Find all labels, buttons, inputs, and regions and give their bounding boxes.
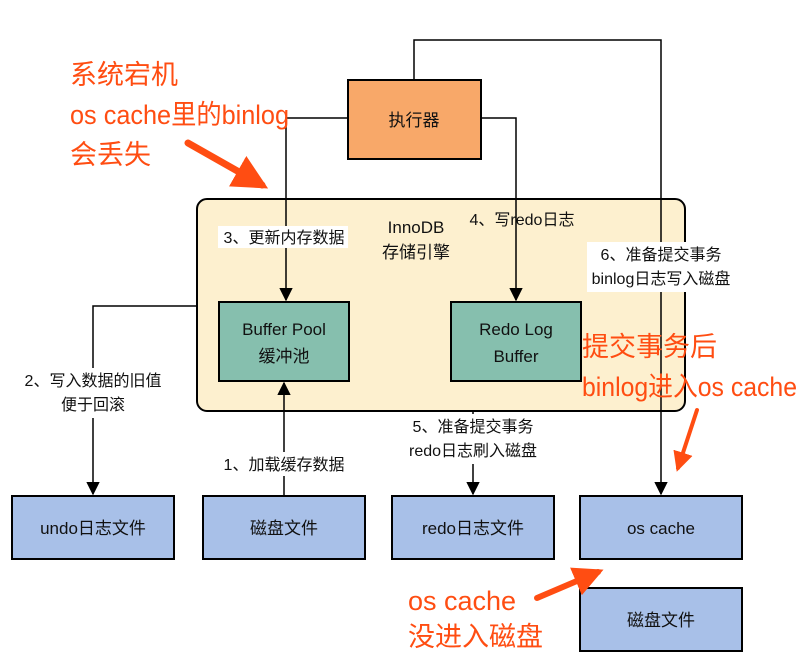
redo-buffer-label-line1: Redo Log [479, 320, 553, 339]
disk-file-2-label: 磁盘文件 [627, 611, 695, 630]
step4-label: 4、写redo日志 [470, 211, 575, 229]
undo-file-box [11, 495, 175, 560]
step5-label-bg [402, 414, 544, 464]
edge-engine-to-undo-file [86, 305, 197, 496]
step5-label-line2: redo日志刷入磁盘 [409, 441, 537, 460]
redo-file-box [391, 495, 555, 560]
step6-label-line2: binlog日志写入磁盘 [592, 269, 731, 288]
step1-label-bg [222, 452, 346, 476]
redo-buffer-label-line2: Buffer [493, 347, 538, 366]
buffer-pool-label-line2: 缓冲池 [259, 347, 310, 366]
executor-box [347, 79, 482, 160]
disk-note-line1: os cache [408, 586, 516, 616]
disk-note-line2: 没进入磁盘 [408, 622, 543, 652]
step2-label-line2: 便于回滚 [61, 396, 125, 414]
disk-file-2-box [579, 587, 743, 652]
step6-label-line1: 6、准备提交事务 [601, 246, 722, 264]
executor-label: 执行器 [389, 111, 440, 130]
disk-annotation-arrow [534, 567, 604, 601]
crash-note-line3: 会丢失 [70, 140, 151, 170]
buffer-pool-label-line1: Buffer Pool [242, 320, 326, 339]
os-cache-box [579, 495, 743, 560]
edge-executor-to-redo-buffer [481, 117, 523, 302]
step3-label-bg [218, 226, 348, 248]
crash-note-line1: 系统宕机 [70, 60, 178, 90]
commit-annotation-arrow [673, 408, 699, 472]
step1-label: 1、加载缓存数据 [224, 456, 345, 474]
redo-log-buffer-box [450, 301, 582, 382]
os-cache-label: os cache [627, 519, 695, 538]
step2-label-line1: 2、写入数据的旧值 [25, 372, 162, 390]
disk-file-label: 磁盘文件 [250, 519, 318, 538]
commit-note-line2: binlog进入os cache [582, 372, 797, 402]
crash-note-line2: os cache里的binlog [70, 100, 289, 130]
step3-label: 3、更新内存数据 [224, 229, 345, 247]
undo-file-label: undo日志文件 [40, 519, 146, 538]
engine-label-line1: InnoDB [388, 218, 445, 237]
step5-label-line1: 5、准备提交事务 [413, 418, 534, 436]
commit-note-line1: 提交事务后 [582, 332, 717, 362]
buffer-pool-box [218, 301, 350, 382]
step6-label-bg [587, 242, 735, 292]
engine-label-line2: 存储引擎 [382, 243, 450, 262]
step2-label-bg [20, 368, 166, 418]
crash-annotation-arrow [184, 139, 269, 189]
redo-file-label: redo日志文件 [422, 519, 524, 538]
disk-file-box [202, 495, 366, 560]
